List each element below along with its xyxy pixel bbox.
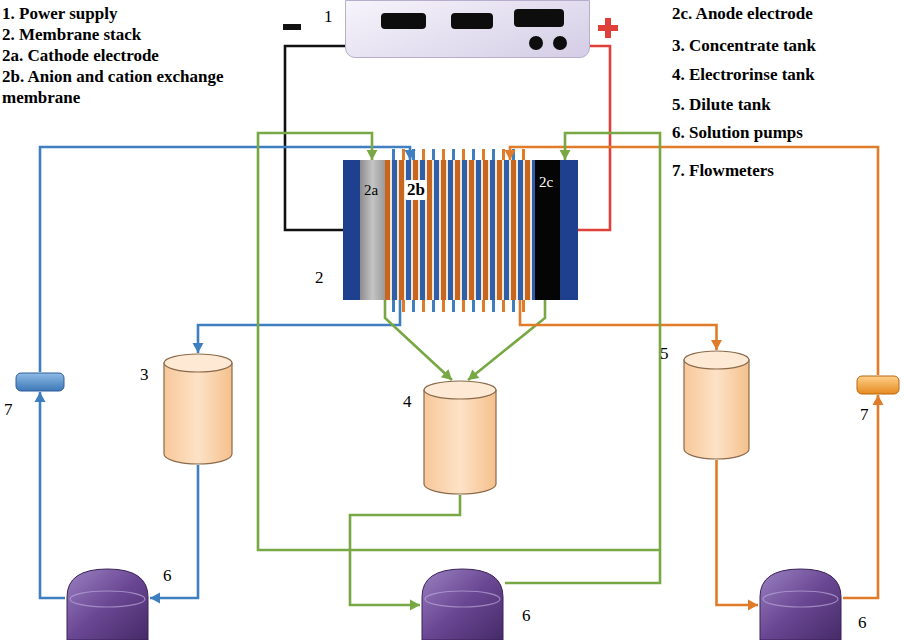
pipe	[843, 395, 884, 598]
part-list-item: 3. Concentrate tank	[672, 35, 816, 56]
pipe-line	[717, 460, 759, 605]
arrowhead	[367, 150, 378, 160]
part-list-item: 1. Power supply	[2, 3, 117, 24]
callout-number: 6	[522, 606, 531, 626]
minus-symbol	[283, 24, 301, 30]
part-list-item: 6. Solution pumps	[672, 122, 803, 143]
pipe-line	[843, 395, 878, 598]
callout-number: 7	[4, 400, 13, 420]
dilute-tank-outline	[683, 350, 750, 460]
exchange-membranes: 2b	[385, 160, 535, 300]
flowmeter: 7	[15, 372, 65, 392]
callout-number: 7	[860, 405, 869, 425]
solution-pump: 6	[758, 565, 843, 640]
pipe	[150, 465, 198, 604]
callout-number: 6	[163, 566, 172, 586]
solution-pump: 6	[65, 565, 150, 640]
callout-number: 1	[324, 7, 333, 27]
arrowhead	[150, 593, 160, 604]
part-list-item: 5. Dilute tank	[672, 94, 771, 115]
callout-number: 3	[140, 365, 149, 385]
flowmeter-outline	[15, 372, 65, 392]
solution-pump-outline	[758, 565, 843, 640]
pipe	[717, 460, 759, 611]
part-list-item: 4. Electrorinse tank	[672, 64, 815, 85]
part-list-item: 7. Flowmeters	[672, 160, 774, 181]
membrane-stack: 22a2b2c	[343, 160, 578, 300]
cathode-electrode: 2a	[360, 160, 385, 300]
callout-number: 6	[858, 613, 867, 633]
callout-number: 4	[403, 392, 412, 412]
callout-number: 2a	[364, 182, 378, 199]
electrorinse-tank-outline	[423, 380, 497, 495]
concentrate-tank: 3	[163, 353, 233, 465]
solution-pump: 6	[420, 565, 505, 640]
part-list-item: 2. Membrane stack	[2, 24, 141, 45]
arrowhead	[405, 150, 416, 160]
dilute-tank: 5	[683, 350, 750, 460]
callout-number: 5	[660, 344, 669, 364]
part-list-item: 2c. Anode electrode	[672, 3, 813, 24]
arrowhead	[35, 392, 46, 402]
pipe	[35, 392, 66, 598]
pipe-line	[258, 133, 660, 583]
pipe-line	[520, 300, 717, 350]
pipe	[193, 300, 401, 353]
electrorinse-tank: 4	[423, 380, 497, 495]
anode-electrode: 2c	[535, 160, 560, 300]
arrowhead	[873, 395, 884, 405]
arrowhead	[468, 369, 479, 380]
pipe-line	[40, 392, 65, 598]
arrowhead	[441, 369, 452, 380]
flowmeter: 7	[856, 375, 900, 395]
part-list-item: 2b. Anion and cation exchange membrane	[2, 66, 264, 108]
pipe-line	[150, 465, 198, 598]
callout-number: 2	[315, 268, 324, 288]
power-supply: 1	[345, 0, 590, 58]
pipe	[258, 133, 660, 583]
pipe	[520, 300, 722, 350]
arrowhead	[193, 343, 204, 353]
power-supply-outline	[346, 1, 591, 59]
callout-number: 2c	[539, 174, 553, 191]
pipe-line	[198, 300, 400, 353]
arrowhead	[711, 340, 722, 350]
arrowhead	[748, 600, 758, 611]
arrowhead	[505, 150, 516, 160]
solution-pump-outline	[65, 565, 150, 640]
pipe	[40, 147, 416, 372]
concentrate-tank-outline	[163, 353, 233, 465]
arrowhead	[410, 600, 420, 611]
arrowhead	[560, 150, 571, 160]
callout-number: 2b	[405, 180, 427, 200]
flowmeter-outline	[856, 375, 900, 395]
part-list-item: 2a. Cathode electrode	[2, 45, 159, 66]
solution-pump-outline	[420, 565, 505, 640]
plus-symbol	[598, 18, 618, 38]
